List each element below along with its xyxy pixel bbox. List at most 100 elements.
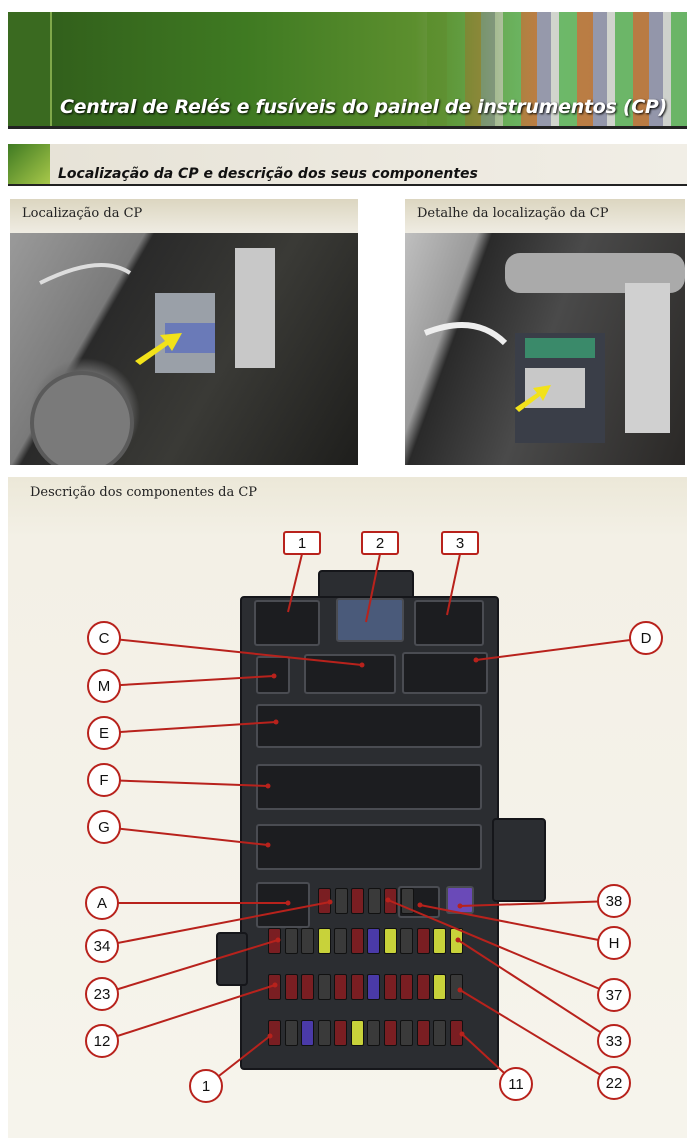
fuse xyxy=(317,1020,331,1046)
callout-circle xyxy=(499,1067,533,1101)
fuse xyxy=(367,974,380,1000)
fuse xyxy=(317,928,331,954)
callout-line xyxy=(103,779,269,787)
callout-line xyxy=(103,675,275,687)
fuse xyxy=(284,974,298,1000)
callout-dot xyxy=(455,937,461,943)
photo-caption-location: Localização da CP xyxy=(10,199,358,233)
callout-circle xyxy=(85,977,119,1011)
callout-circle xyxy=(597,926,631,960)
fuse-box-side-bracket xyxy=(492,818,546,902)
callout-label-37: 37 xyxy=(606,987,623,1004)
connector-g xyxy=(256,824,482,870)
fuse xyxy=(334,974,347,1000)
section-title: Localização da CP e descrição dos seus c… xyxy=(58,166,478,182)
callout-dot xyxy=(285,900,291,906)
callout-circle xyxy=(87,810,121,844)
callout-label-D: D xyxy=(641,630,652,647)
fuse xyxy=(284,1020,298,1046)
callout-line xyxy=(101,901,331,947)
callout-label-11: 11 xyxy=(508,1076,524,1093)
callout-circle xyxy=(597,884,631,918)
fuse xyxy=(383,1020,397,1046)
callout-line xyxy=(287,553,303,613)
callout-circle xyxy=(85,1024,119,1058)
fuse xyxy=(334,1020,347,1046)
callout-label-22: 22 xyxy=(606,1075,623,1092)
banner-fade xyxy=(427,12,537,126)
fuse xyxy=(400,1020,413,1046)
callout-dot xyxy=(359,662,365,668)
connector-c xyxy=(304,654,396,694)
fuse xyxy=(301,928,314,954)
fuse xyxy=(400,928,413,954)
connector-e xyxy=(256,704,482,748)
callout-label-E: E xyxy=(99,725,109,742)
callout-label-A: A xyxy=(97,895,107,912)
callout-circle xyxy=(597,1024,631,1058)
components-caption: Descrição dos componentes da CP xyxy=(30,485,258,500)
fuse xyxy=(284,928,298,954)
fuse xyxy=(268,1020,281,1046)
fuse xyxy=(383,928,397,954)
connector-f xyxy=(256,764,482,810)
callout-line xyxy=(101,984,276,1042)
callout-box xyxy=(283,531,321,555)
fuse xyxy=(433,974,446,1000)
callout-label-3: 3 xyxy=(456,535,464,552)
callout-line xyxy=(446,553,461,616)
fuse xyxy=(351,888,364,914)
fuse xyxy=(317,974,331,1000)
callout-circle xyxy=(85,886,119,920)
callout-dot xyxy=(327,899,333,905)
callout-circle xyxy=(189,1069,223,1103)
callout-dot xyxy=(272,982,278,988)
callout-label-2: 2 xyxy=(376,535,384,552)
callout-label-34: 34 xyxy=(94,938,111,955)
callout-line xyxy=(475,637,647,661)
callout-label-12: 12 xyxy=(94,1033,111,1050)
fuse xyxy=(383,974,397,1000)
callout-line xyxy=(457,939,615,1042)
fuse xyxy=(334,928,347,954)
callout-line xyxy=(101,939,279,995)
callout-dot xyxy=(457,903,463,909)
callout-label-1: 1 xyxy=(298,535,306,552)
callout-label-1: 1 xyxy=(202,1078,210,1095)
banner-accent xyxy=(8,12,52,126)
callout-line xyxy=(103,826,269,846)
callout-circle xyxy=(87,621,121,655)
callout-dot xyxy=(271,673,277,679)
callout-circle xyxy=(87,716,121,750)
section-header: Localização da CP e descrição dos seus c… xyxy=(8,144,687,186)
fuse xyxy=(449,974,463,1000)
fuse xyxy=(367,928,380,954)
callout-dot xyxy=(267,1033,273,1039)
photo-caption-detail: Detalhe da localização da CP xyxy=(405,199,685,233)
callout-circle xyxy=(629,621,663,655)
header-banner: Central de Relés e fusíveis do painel de… xyxy=(8,12,687,129)
fuse xyxy=(350,928,364,954)
callout-label-M: M xyxy=(98,678,111,695)
callout-label-38: 38 xyxy=(606,893,623,910)
callout-line xyxy=(103,721,277,734)
callout-dot xyxy=(273,719,279,725)
callout-dot xyxy=(473,657,479,663)
location-photo-art xyxy=(30,248,275,465)
connector-a xyxy=(256,882,310,928)
fuse xyxy=(367,888,381,914)
location-photo xyxy=(10,233,358,465)
section-accent xyxy=(8,144,50,184)
connector-d xyxy=(402,652,488,694)
fuse xyxy=(400,974,413,1000)
fuse xyxy=(350,974,364,1000)
callout-box xyxy=(361,531,399,555)
callout-label-C: C xyxy=(99,630,110,647)
callout-line xyxy=(459,989,615,1084)
fuse xyxy=(367,1020,380,1046)
callout-line xyxy=(387,899,615,996)
detail-photo xyxy=(405,233,685,465)
fuse xyxy=(350,1020,364,1046)
callout-circle xyxy=(597,978,631,1012)
